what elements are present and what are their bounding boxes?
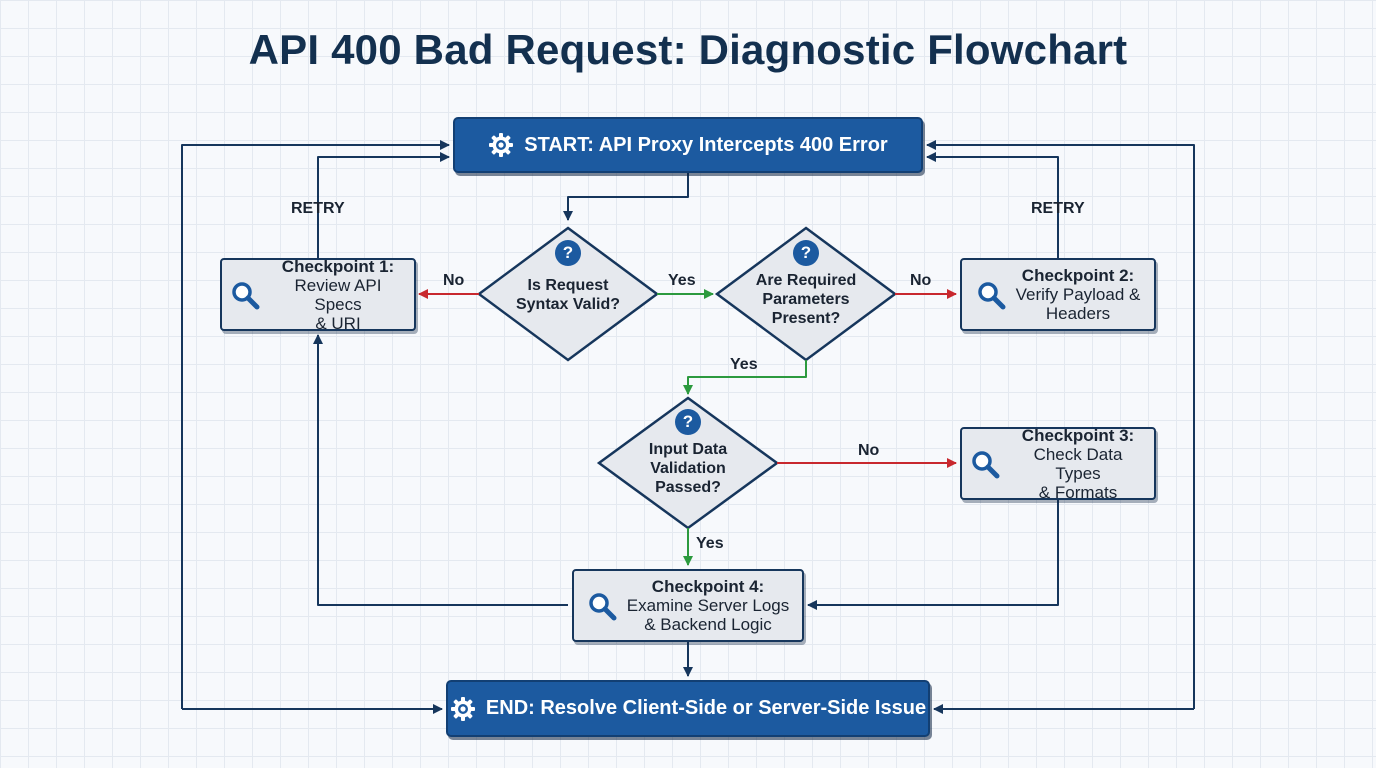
decision-params-line3: Present? bbox=[771, 310, 841, 327]
gear-icon bbox=[488, 132, 514, 158]
decision-params-label: Are Required Parameters Present? bbox=[731, 271, 881, 328]
checkpoint-4: Checkpoint 4: Examine Server Logs & Back… bbox=[572, 569, 804, 642]
checkpoint-1: Checkpoint 1: Review API Specs & URI bbox=[220, 256, 416, 333]
edge-label-retry-left: RETRY bbox=[291, 200, 345, 217]
magnifier-icon bbox=[976, 280, 1006, 310]
edge-cp3-to-cp4 bbox=[807, 500, 1059, 610]
decision-syntax-line1: Is Request bbox=[527, 277, 609, 294]
decision-params-question-icon: ? bbox=[793, 240, 819, 266]
checkpoint-3-line2: & Formats bbox=[1038, 482, 1118, 502]
checkpoint-2: Checkpoint 2: Verify Payload & Headers bbox=[960, 258, 1156, 331]
decision-validation-line1: Input Data bbox=[648, 441, 728, 458]
checkpoint-2-line2: Headers bbox=[1045, 304, 1111, 323]
checkpoint-3-line1: Check Data Types bbox=[1033, 444, 1123, 483]
edge-label-syntax-no: No bbox=[443, 272, 465, 289]
decision-validation-question-icon: ? bbox=[675, 409, 701, 435]
edge-retry-right bbox=[926, 152, 1059, 258]
checkpoint-3-title: Checkpoint 3: bbox=[1021, 425, 1135, 445]
edge-label-validation-yes: Yes bbox=[696, 535, 724, 552]
gear-icon bbox=[450, 696, 476, 722]
checkpoint-1-line2: & URI bbox=[315, 313, 361, 333]
decision-validation-label: Input Data Validation Passed? bbox=[613, 440, 763, 497]
edge-label-params-yes: Yes bbox=[730, 356, 758, 373]
edge-left-loop-to-start bbox=[181, 140, 450, 709]
magnifier-icon bbox=[587, 591, 617, 621]
magnifier-icon bbox=[230, 280, 260, 310]
edge-cp4-to-cp1 bbox=[313, 334, 568, 606]
decision-validation-line2: Validation bbox=[650, 460, 726, 477]
checkpoint-2-line1: Verify Payload & bbox=[1015, 285, 1141, 304]
decision-syntax-label: Is Request Syntax Valid? bbox=[498, 276, 638, 314]
start-label: START: API Proxy Intercepts 400 Error bbox=[524, 133, 888, 156]
checkpoint-4-title: Checkpoint 4: bbox=[651, 577, 765, 596]
decision-params-line1: Are Required bbox=[755, 272, 857, 289]
decision-params-line2: Parameters bbox=[762, 291, 850, 308]
end-label: END: Resolve Client-Side or Server-Side … bbox=[485, 697, 927, 719]
edge-label-validation-no: No bbox=[858, 442, 880, 459]
checkpoint-1-title: Checkpoint 1: bbox=[281, 256, 395, 276]
checkpoint-3: Checkpoint 3: Check Data Types & Formats bbox=[960, 425, 1156, 502]
edge-label-syntax-yes: Yes bbox=[668, 272, 696, 289]
edge-params-yes bbox=[683, 360, 807, 395]
end-node: END: Resolve Client-Side or Server-Side … bbox=[446, 680, 930, 737]
decision-syntax-line2: Syntax Valid? bbox=[515, 296, 621, 313]
edge-start-to-syntax bbox=[563, 173, 689, 221]
checkpoint-1-line1: Review API Specs bbox=[294, 275, 382, 314]
edge-retry-left bbox=[317, 152, 450, 258]
edge-label-retry-right: RETRY bbox=[1031, 200, 1085, 217]
start-node: START: API Proxy Intercepts 400 Error bbox=[453, 117, 923, 173]
checkpoint-2-title: Checkpoint 2: bbox=[1021, 266, 1135, 285]
decision-syntax-shape bbox=[476, 226, 660, 362]
edge-label-params-no: No bbox=[910, 272, 932, 289]
checkpoint-4-line2: & Backend Logic bbox=[644, 615, 772, 634]
decision-syntax-question-icon: ? bbox=[555, 240, 581, 266]
edge-right-loop-to-start bbox=[926, 140, 1195, 709]
decision-validation-line3: Passed? bbox=[655, 479, 721, 496]
magnifier-icon bbox=[970, 449, 1000, 479]
page-title: API 400 Bad Request: Diagnostic Flowchar… bbox=[248, 26, 1128, 73]
checkpoint-4-line1: Examine Server Logs bbox=[626, 596, 790, 615]
